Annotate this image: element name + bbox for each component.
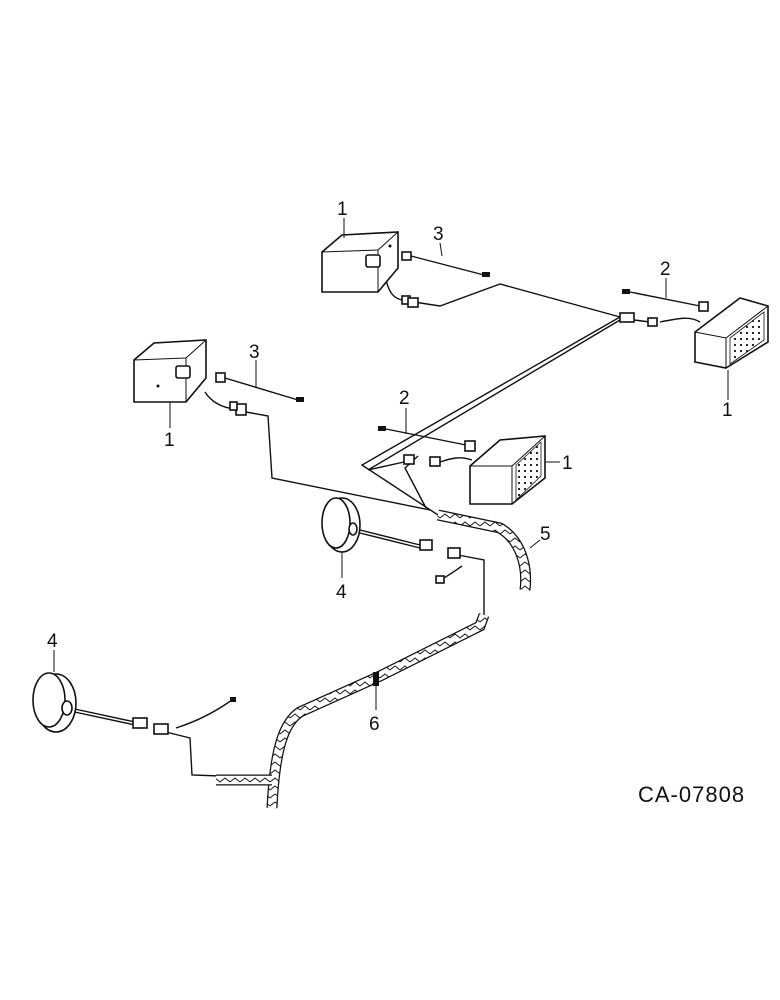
rectangular-lamp-center [469,435,546,505]
rectangular-lamp-left [133,339,207,403]
jumper-wire-3-upper [401,251,490,277]
callout-3-upper: 3 [433,224,444,245]
jumper-wire-2-upper [622,289,709,312]
callout-1-upper-left: 1 [337,199,348,220]
callout-1-center: 1 [562,453,573,474]
figure-id: CA-07808 [638,782,745,807]
round-lamp-lower [32,672,77,733]
callout-2-upper: 2 [660,259,671,280]
callout-6: 6 [369,714,380,735]
callout-1-left: 1 [164,430,175,451]
callout-5: 5 [540,524,551,545]
jumper-wire-2-center [378,426,476,452]
rectangular-lamp-upper-left [321,231,399,293]
rectangular-lamp-upper-right [694,297,769,369]
callout-2-center: 2 [399,388,410,409]
callout-1-upper-right: 1 [722,400,733,421]
callout-3-left: 3 [249,342,260,363]
jumper-wire-3-left [215,372,304,402]
wiring [69,275,701,777]
leader-lines [53,218,729,710]
round-lamp-mid [321,497,361,553]
callout-4-lower: 4 [47,631,58,652]
callout-4-mid: 4 [336,582,347,603]
